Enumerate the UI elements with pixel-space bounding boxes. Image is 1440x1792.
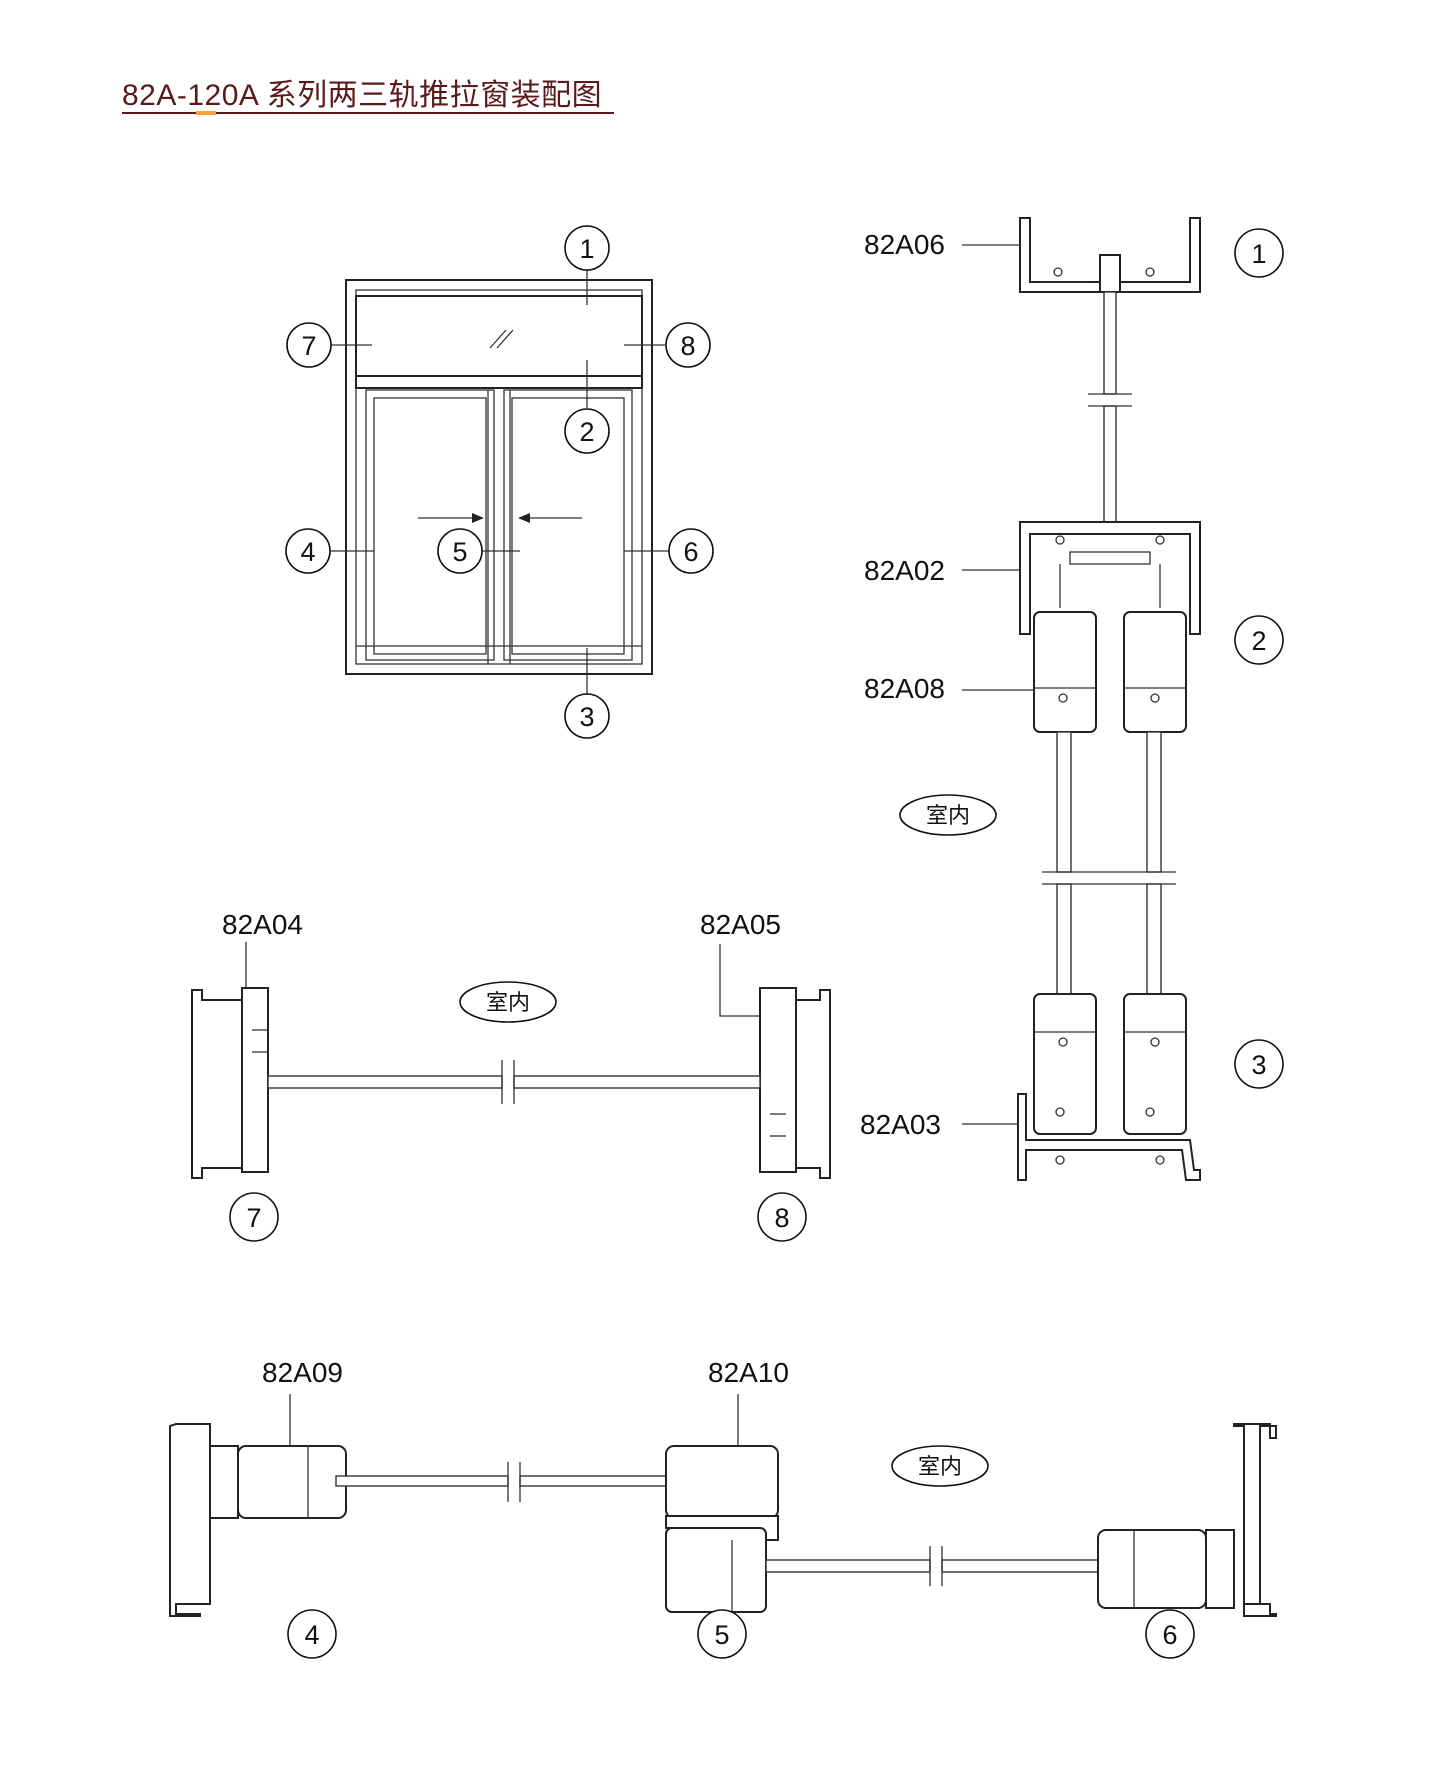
slide-arrow-right-icon bbox=[418, 513, 484, 523]
profile-82A09 bbox=[237, 1445, 347, 1519]
profile-82A03 bbox=[1017, 1093, 1201, 1181]
callout-3: 3 bbox=[1234, 1039, 1284, 1089]
callout-3: 3 bbox=[564, 693, 610, 739]
profile-82A02 bbox=[1019, 521, 1201, 635]
callout-1: 1 bbox=[564, 225, 610, 271]
label-82A02: 82A02 bbox=[864, 555, 945, 586]
label-82A10: 82A10 bbox=[708, 1357, 789, 1388]
svg-text:7: 7 bbox=[301, 331, 316, 361]
callout-2: 2 bbox=[564, 408, 610, 454]
profile-82A10 bbox=[665, 1445, 779, 1613]
indoor-mark: 室内 bbox=[899, 794, 997, 836]
profile-82A06 bbox=[1019, 217, 1201, 293]
left-sash-glass bbox=[335, 1462, 685, 1502]
profile-82A08-lower bbox=[1033, 993, 1187, 1135]
svg-text:6: 6 bbox=[683, 537, 698, 567]
title-accent-mark bbox=[196, 111, 216, 115]
upper-glass bbox=[1088, 291, 1132, 523]
callout-8: 8 bbox=[757, 1192, 807, 1242]
page-title: 82A-120A 系列两三轨推拉窗装配图 bbox=[122, 79, 603, 112]
svg-text:2: 2 bbox=[579, 417, 594, 447]
glass-mark-icon bbox=[489, 329, 514, 349]
label-82A04: 82A04 bbox=[222, 909, 303, 940]
right-sash-stile bbox=[1097, 1529, 1207, 1609]
svg-text:1: 1 bbox=[579, 234, 594, 264]
callout-5: 5 bbox=[437, 528, 483, 574]
label-82A09: 82A09 bbox=[262, 1357, 343, 1388]
svg-text:7: 7 bbox=[246, 1203, 261, 1233]
indoor-text: 室内 bbox=[486, 990, 530, 1015]
vertical-section bbox=[962, 217, 1201, 1181]
callout-8: 8 bbox=[665, 322, 711, 368]
transom-glass bbox=[267, 1060, 761, 1104]
left-frame-jamb bbox=[169, 1423, 239, 1617]
callout-4: 4 bbox=[287, 1609, 337, 1659]
right-sash-glass bbox=[765, 1546, 1113, 1586]
svg-text:3: 3 bbox=[1251, 1050, 1266, 1080]
callout-7: 7 bbox=[286, 322, 332, 368]
label-82A05: 82A05 bbox=[700, 909, 781, 940]
right-frame-jamb bbox=[1205, 1423, 1277, 1617]
svg-text:1: 1 bbox=[1251, 239, 1266, 269]
callout-1: 1 bbox=[1234, 228, 1284, 278]
svg-text:5: 5 bbox=[452, 537, 467, 567]
callout-4: 4 bbox=[285, 528, 331, 574]
callout-6: 6 bbox=[1145, 1609, 1195, 1659]
svg-text:8: 8 bbox=[774, 1203, 789, 1233]
title-underline bbox=[122, 112, 614, 114]
svg-text:3: 3 bbox=[579, 702, 594, 732]
slide-arrow-left-icon bbox=[518, 513, 582, 523]
indoor-mark: 室内 bbox=[459, 981, 557, 1023]
label-82A08: 82A08 bbox=[864, 673, 945, 704]
callout-7: 7 bbox=[229, 1192, 279, 1242]
svg-text:5: 5 bbox=[714, 1620, 729, 1650]
sash-horizontal-section bbox=[169, 1394, 1277, 1617]
callout-6: 6 bbox=[668, 528, 714, 574]
transom-horizontal-section bbox=[191, 942, 831, 1179]
label-82A06: 82A06 bbox=[864, 229, 945, 260]
profile-82A05 bbox=[759, 987, 831, 1179]
indoor-mark: 室内 bbox=[891, 1445, 989, 1487]
callout-5: 5 bbox=[697, 1609, 747, 1659]
indoor-text: 室内 bbox=[926, 803, 970, 828]
profile-82A04 bbox=[191, 987, 269, 1179]
label-82A03: 82A03 bbox=[860, 1109, 941, 1140]
svg-text:2: 2 bbox=[1251, 626, 1266, 656]
svg-text:8: 8 bbox=[680, 331, 695, 361]
svg-text:6: 6 bbox=[1162, 1620, 1177, 1650]
window-elevation bbox=[330, 270, 669, 694]
profile-82A08-upper bbox=[1033, 611, 1187, 733]
callout-2: 2 bbox=[1234, 615, 1284, 665]
indoor-text: 室内 bbox=[918, 1454, 962, 1479]
svg-text:4: 4 bbox=[304, 1620, 319, 1650]
sash-glass bbox=[1042, 731, 1176, 995]
svg-text:4: 4 bbox=[300, 537, 315, 567]
